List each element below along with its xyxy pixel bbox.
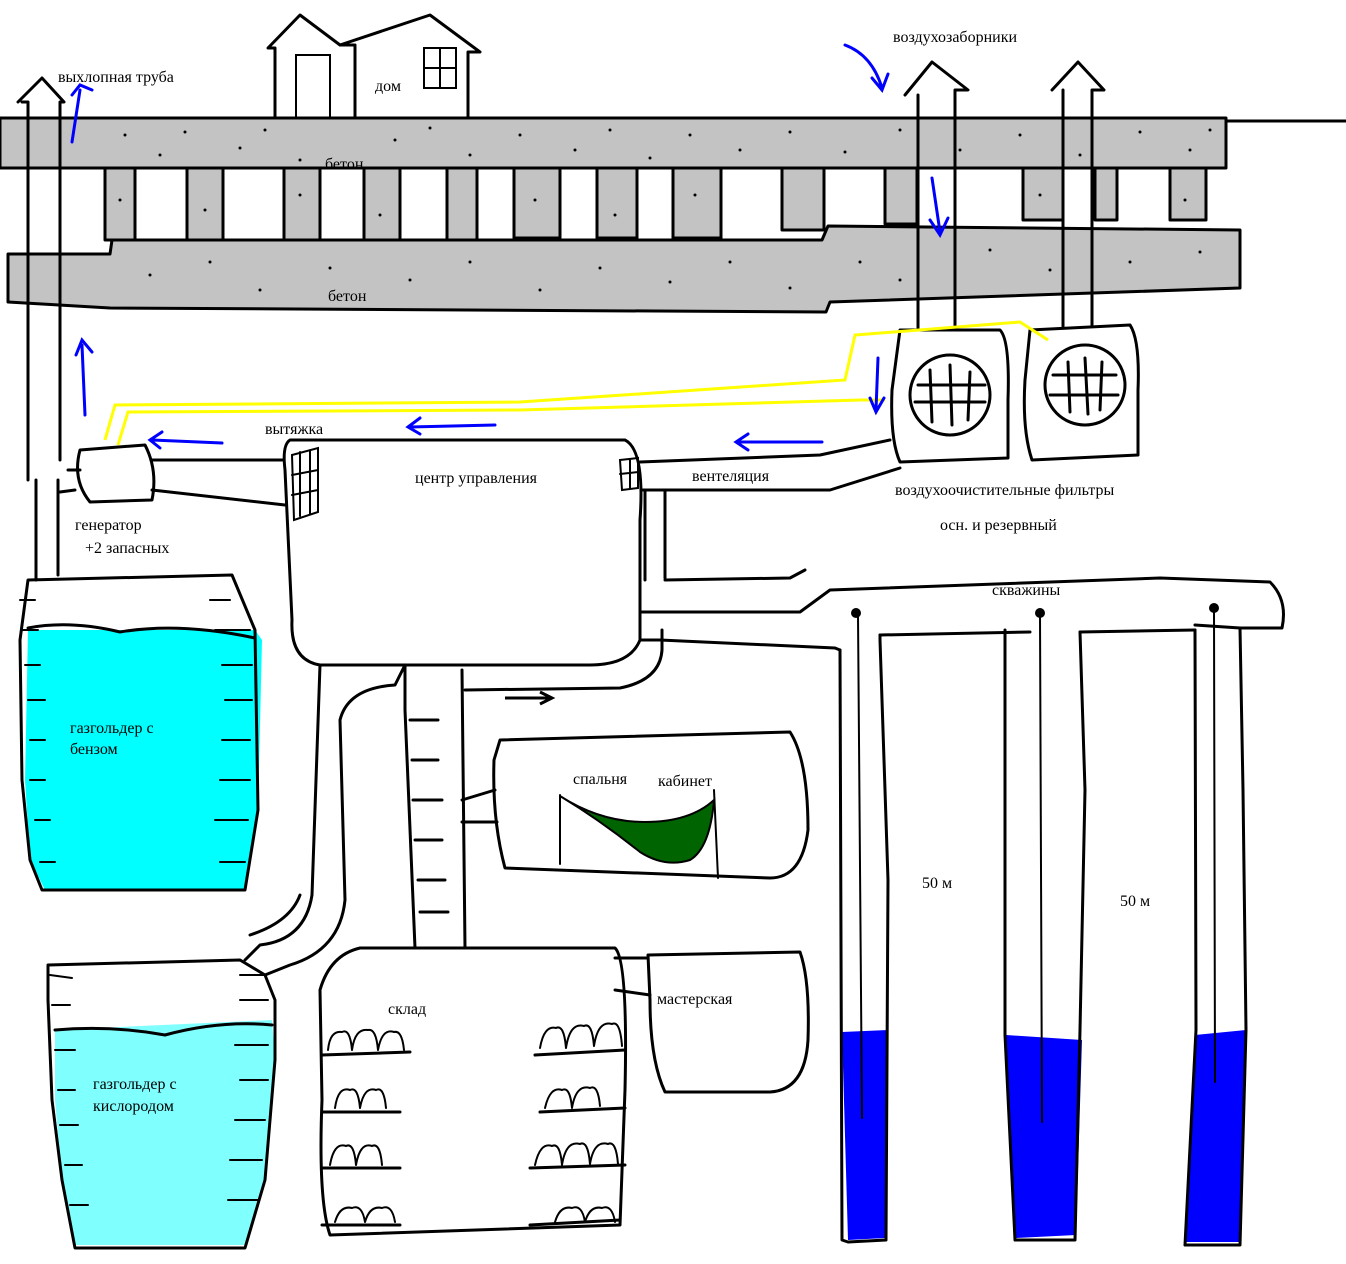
generator-spares-label: +2 запасных xyxy=(85,540,169,557)
house-label: дом xyxy=(375,78,401,95)
wells-label: скважины xyxy=(992,582,1061,599)
ventilation-label: вентеляция xyxy=(692,468,770,485)
air-filters-label: воздухоочистительные фильтры xyxy=(895,482,1114,499)
well-3 xyxy=(1183,603,1248,1247)
storage-room xyxy=(318,946,628,1237)
air-filter-reserve xyxy=(1022,323,1140,462)
workshop-room xyxy=(613,950,810,1094)
well-2 xyxy=(1003,608,1087,1242)
concrete-slab-top xyxy=(0,116,1228,170)
hood-label: вытяжка xyxy=(265,421,323,438)
generator-label: генератор xyxy=(75,517,142,534)
gasoline-tank-label-2: бензом xyxy=(70,741,118,758)
air-intake-1 xyxy=(903,60,970,332)
well-depth-label-2: 50 м xyxy=(1120,893,1150,910)
bedroom-office-room xyxy=(460,730,810,880)
generator xyxy=(58,443,287,507)
house xyxy=(266,13,482,120)
air-intake-2 xyxy=(1050,60,1106,332)
power-wire xyxy=(103,320,1049,446)
workshop-label: мастерская xyxy=(657,991,733,1008)
ladder-shaft xyxy=(403,628,664,950)
concrete-slab-bottom xyxy=(6,224,1242,314)
office-label: кабинет xyxy=(658,773,712,790)
control-center-label: центр управления xyxy=(415,470,538,487)
airflow-arrows xyxy=(70,43,950,452)
filters-main-reserve-label: осн. и резервный xyxy=(940,517,1057,534)
storage-label: склад xyxy=(388,1001,426,1018)
air-filter-main xyxy=(890,328,1010,464)
ventilation-duct xyxy=(638,438,902,492)
oxygen-tank xyxy=(46,958,277,1250)
oxygen-tank-label-1: газгольдер с xyxy=(93,1076,177,1093)
exhaust-pipe xyxy=(16,76,66,582)
tank-pipes xyxy=(243,663,407,977)
storage-direction-arrow xyxy=(505,690,556,706)
well-depth-label-1: 50 м xyxy=(922,875,952,892)
oxygen-tank-label-2: кислородом xyxy=(93,1098,174,1115)
concrete-pillars xyxy=(103,166,1208,242)
gasoline-tank xyxy=(18,573,262,892)
bedroom-label: спальня xyxy=(573,771,628,788)
concrete-speckles xyxy=(118,126,1212,292)
control-center xyxy=(282,438,667,667)
well-1 xyxy=(838,608,890,1244)
concrete-bottom-label: бетон xyxy=(328,288,367,305)
well-manifold xyxy=(638,568,1285,652)
concrete-top-label: бетон xyxy=(325,156,364,173)
air-intakes-label: воздухозаборники xyxy=(893,29,1017,46)
gasoline-tank-label-1: газгольдер с xyxy=(70,720,154,737)
exhaust-pipe-label: выхлопная труба xyxy=(58,69,174,86)
